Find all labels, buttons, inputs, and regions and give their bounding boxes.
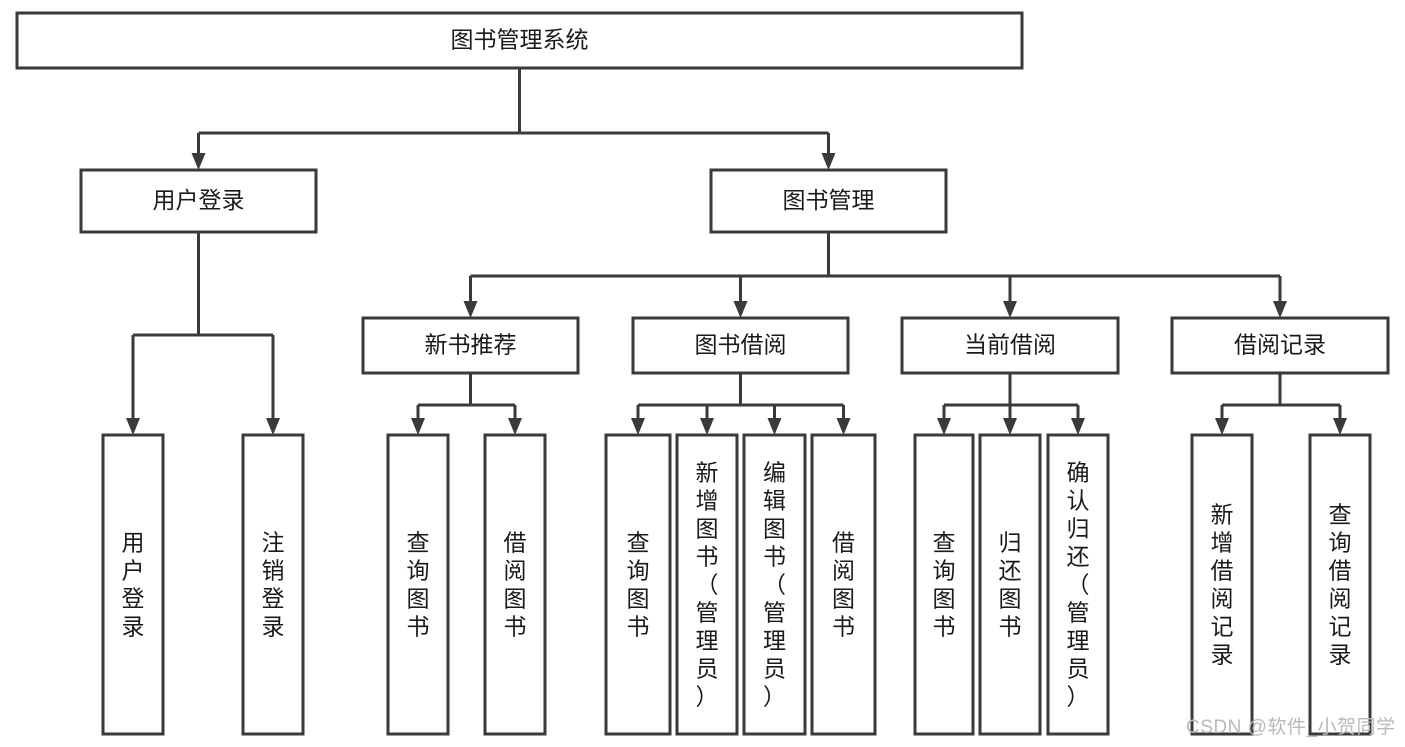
- node-box: [709, 168, 948, 234]
- node-box: [631, 316, 850, 375]
- node-book-borrow[interactable]: 图书借阅: [631, 316, 850, 375]
- node-box: [241, 433, 305, 736]
- node-box: [361, 316, 580, 375]
- csdn-watermark: CSDN @软件_小贺同学: [1186, 717, 1396, 738]
- node-box: [1190, 433, 1254, 736]
- arrow-head-icon: [191, 153, 206, 170]
- node-book-manage[interactable]: 图书管理: [709, 168, 948, 234]
- arrow-head-icon: [1273, 301, 1287, 318]
- node-label: 查询图书: [407, 530, 430, 640]
- arrow-head-icon: [937, 418, 951, 435]
- connector-group-book-manage: [463, 232, 1287, 318]
- arrow-head-icon: [733, 301, 748, 318]
- arrow-head-icon: [821, 153, 836, 170]
- node-leaf-borrow-book-rec[interactable]: 借阅图书: [483, 433, 547, 736]
- node-box: [483, 433, 547, 736]
- arrow-head-icon: [836, 418, 851, 435]
- node-label: 图书管理: [783, 187, 875, 213]
- node-label: 借阅记录: [1234, 332, 1326, 358]
- node-leaf-confirm-return-admin[interactable]: 确认归还（管理员）: [1046, 433, 1110, 736]
- node-leaf-query-book-cur[interactable]: 查询图书: [913, 433, 975, 736]
- arrow-head-icon: [411, 418, 425, 435]
- arrow-head-icon: [1333, 418, 1347, 435]
- node-box: [79, 168, 318, 234]
- arrow-head-icon: [463, 301, 478, 318]
- arrow-head-icon: [126, 418, 140, 435]
- node-box: [604, 433, 672, 736]
- arrow-head-icon: [508, 418, 522, 435]
- node-label: 用户登录: [153, 187, 245, 213]
- arrow-head-icon: [767, 418, 782, 435]
- node-leaf-add-book-admin[interactable]: 新增图书（管理员）: [675, 433, 739, 736]
- arrow-head-icon: [631, 418, 645, 435]
- node-box: [1046, 433, 1110, 736]
- node-leaf-query-borrow-record[interactable]: 查询借阅记录: [1308, 433, 1372, 736]
- node-label: 查询借阅记录: [1329, 502, 1352, 668]
- node-label: 图书管理系统: [451, 27, 589, 53]
- node-box: [15, 11, 1024, 70]
- node-label: 用户登录: [122, 530, 145, 640]
- node-leaf-query-book-rec[interactable]: 查询图书: [386, 433, 450, 736]
- node-box: [900, 316, 1120, 375]
- node-box: [978, 433, 1042, 736]
- node-box: [913, 433, 975, 736]
- node-label: 新增借阅记录: [1211, 502, 1234, 668]
- connector-group-user-login: [126, 232, 280, 435]
- node-root[interactable]: 图书管理系统: [15, 11, 1024, 70]
- node-box: [742, 433, 807, 736]
- node-label: 新增图书（管理员）: [696, 460, 719, 710]
- node-leaf-edit-book-admin[interactable]: 编辑图书（管理员）: [742, 433, 807, 736]
- node-label: 借阅图书: [832, 530, 855, 640]
- node-box: [1170, 316, 1390, 375]
- node-label: 当前借阅: [964, 332, 1056, 358]
- connector-layer: [126, 68, 1347, 435]
- connector-group-new-book-recommend: [411, 373, 522, 435]
- node-box: [1308, 433, 1372, 736]
- node-label: 图书借阅: [695, 332, 787, 358]
- node-leaf-add-borrow-record[interactable]: 新增借阅记录: [1190, 433, 1254, 736]
- connector-group-book-borrow: [631, 373, 851, 435]
- node-layer: 图书管理系统用户登录图书管理新书推荐图书借阅当前借阅借阅记录用户登录注销登录查询…: [15, 11, 1390, 736]
- node-leaf-borrow-book[interactable]: 借阅图书: [810, 433, 877, 736]
- node-box: [101, 433, 165, 736]
- connector-group-current-borrow: [937, 373, 1085, 435]
- arrow-head-icon: [700, 418, 714, 435]
- arrow-head-icon: [1003, 301, 1017, 318]
- node-user-login[interactable]: 用户登录: [79, 168, 318, 234]
- connector-group-root: [191, 68, 836, 170]
- node-box: [386, 433, 450, 736]
- node-new-book-recommend[interactable]: 新书推荐: [361, 316, 580, 375]
- arrow-head-icon: [1003, 418, 1017, 435]
- node-current-borrow[interactable]: 当前借阅: [900, 316, 1120, 375]
- arrow-head-icon: [1215, 418, 1229, 435]
- node-leaf-return-book[interactable]: 归还图书: [978, 433, 1042, 736]
- node-leaf-user-logout[interactable]: 注销登录: [241, 433, 305, 736]
- node-label: 编辑图书（管理员）: [763, 460, 786, 710]
- node-box: [675, 433, 739, 736]
- node-box: [810, 433, 877, 736]
- node-label: 查询图书: [933, 530, 956, 640]
- arrow-head-icon: [1071, 418, 1085, 435]
- connector-group-borrow-record: [1215, 373, 1347, 435]
- node-leaf-query-book-borrow[interactable]: 查询图书: [604, 433, 672, 736]
- node-label: 确认归还（管理员）: [1067, 460, 1090, 710]
- node-label: 注销登录: [262, 530, 285, 640]
- node-borrow-record[interactable]: 借阅记录: [1170, 316, 1390, 375]
- node-label: 查询图书: [627, 530, 650, 640]
- node-leaf-user-login[interactable]: 用户登录: [101, 433, 165, 736]
- node-label: 归还图书: [999, 530, 1022, 640]
- node-label: 新书推荐: [425, 332, 517, 358]
- node-label: 借阅图书: [504, 530, 527, 640]
- arrow-head-icon: [266, 418, 280, 435]
